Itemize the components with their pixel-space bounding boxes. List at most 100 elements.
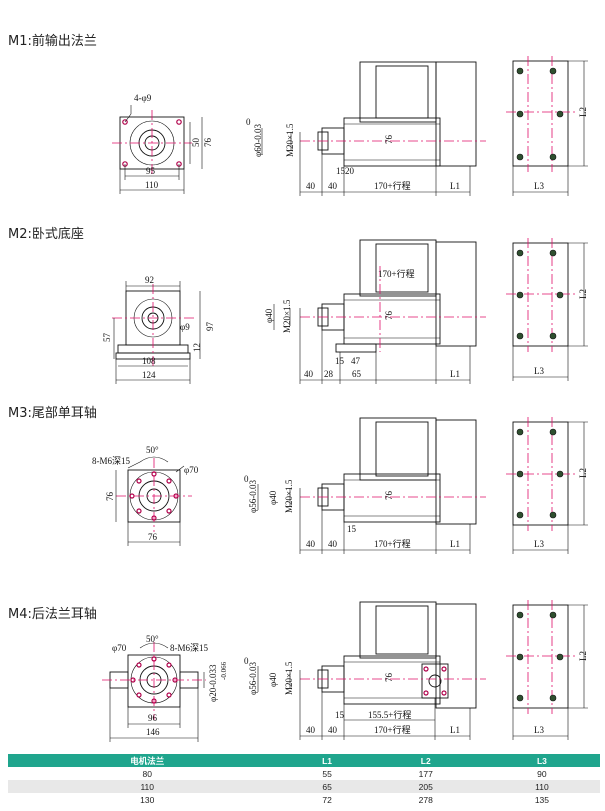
m3-side-label: M20×1.5 xyxy=(284,479,294,513)
table-header-cell: L1 xyxy=(286,754,368,767)
table-cell: 90 xyxy=(537,768,547,779)
m3-side-label: φ56-0.03 xyxy=(248,480,258,513)
table-cell: 130 xyxy=(140,794,155,805)
m2-front-label: 124 xyxy=(142,370,156,380)
m4-front-label: 96 xyxy=(148,713,158,723)
m2-side-label: 76 xyxy=(384,311,394,321)
m2-side-label: M20×1.5 xyxy=(282,299,292,333)
m4-end-label: L2 xyxy=(578,651,588,661)
m4-side-label: 15 xyxy=(335,710,345,720)
m4-side-label: 155.5+行程 xyxy=(368,709,411,720)
m2-end-label: L3 xyxy=(534,366,544,376)
m4-front-label: -0.066 xyxy=(220,661,228,680)
m1-front-label: 4-φ9 xyxy=(134,93,152,103)
section-title-m4: M4:后法兰耳轴 xyxy=(8,607,97,622)
m4-side-label: φ40 xyxy=(268,672,278,687)
table-cell: 177 xyxy=(418,768,433,779)
m3-end-label: L3 xyxy=(534,539,544,549)
m3-side-label: 40 xyxy=(306,539,316,549)
table-cell: 65 xyxy=(286,780,368,793)
table-cell: 110 xyxy=(483,780,600,793)
m4-front-label: 50° xyxy=(146,634,159,644)
table-header-cell: L3 xyxy=(483,754,600,767)
m4-side-label: 40 xyxy=(328,725,338,735)
m1-side-label: L1 xyxy=(450,181,460,191)
m1-side-label: 40 xyxy=(328,181,338,191)
m4-side-view: φ56-0.03 0 φ40 M20×1.5 76 15 155.5+行程 40… xyxy=(244,601,486,740)
m1-front-view: 4-φ9 50 76 95 110 xyxy=(112,93,213,194)
table-cell: 205 xyxy=(367,780,484,793)
m3-front-label: 76 xyxy=(148,532,158,542)
m3-front-label: 50° xyxy=(146,445,159,455)
m3-front-label: 8-M6深15 xyxy=(92,456,130,466)
m4-side-label: 40 xyxy=(306,725,316,735)
m1-front-label: 110 xyxy=(145,180,159,190)
m1-end-label: L3 xyxy=(534,181,544,191)
m2-side-label: 65 xyxy=(352,369,362,379)
m3-side-label: 76 xyxy=(384,491,394,501)
m3-end-view: L2 L3 xyxy=(506,417,588,554)
m4-end-label: L3 xyxy=(534,725,544,735)
m2-front-label: 92 xyxy=(145,275,154,285)
section-title-m2: M2:卧式底座 xyxy=(8,227,84,242)
m3-side-label: 40 xyxy=(328,539,338,549)
m1-side-label: M20×1.5 xyxy=(285,123,295,157)
m4-side-label: 170+行程 xyxy=(374,724,411,735)
m3-front-label: 76 xyxy=(105,492,115,502)
m1-end-label: L2 xyxy=(578,107,588,117)
m2-side-view: φ40 M20×1.5 170+行程 76 47 15 40 28 65 L1 xyxy=(264,239,486,384)
table-header-cell: 电机法兰 xyxy=(8,754,287,767)
table-cell: 110 xyxy=(8,780,287,793)
m4-front-label: 8-M6深15 xyxy=(170,643,208,653)
m3-side-label: φ40 xyxy=(268,490,278,505)
m4-side-label: 0 xyxy=(244,656,249,666)
dimension-table: 电机法兰 L1 L2 L3 80 55 177 90 110 65 205 11… xyxy=(8,754,600,806)
m4-side-label: φ56-0.03 xyxy=(248,662,258,695)
m2-side-label: L1 xyxy=(450,369,460,379)
m3-end-label: L2 xyxy=(578,468,588,478)
m1-side-label: 170+行程 xyxy=(374,180,411,191)
m1-end-view: L2 L3 xyxy=(506,56,588,196)
m3-front-view: 50° 8-M6深15 φ70 76 76 xyxy=(92,445,199,546)
m2-front-label: 57 xyxy=(102,333,112,343)
table-row: 130 72 278 135 xyxy=(8,793,600,806)
table-row: 110 65 205 110 xyxy=(8,780,600,793)
table-cell: 278 xyxy=(418,794,433,805)
table-header-cell: L2 xyxy=(367,754,484,767)
m2-end-view: L2 L3 xyxy=(506,238,588,381)
m4-side-label: L1 xyxy=(450,725,460,735)
m2-end-label: L2 xyxy=(578,289,588,299)
m2-side-label: φ40 xyxy=(264,308,274,323)
section-title-m3: M3:尾部单耳轴 xyxy=(8,406,97,421)
m1-side-label: 76 xyxy=(384,135,394,145)
m1-side-label: φ60-0.03 xyxy=(253,124,263,157)
m2-front-label: 97 xyxy=(205,322,215,332)
table-row: 80 55 177 90 xyxy=(8,767,600,780)
m4-side-label: 76 xyxy=(384,673,394,683)
table-cell: 55 xyxy=(322,768,332,779)
technical-drawings: 4-φ9 50 76 95 110 φ60-0.03 0 M20×1.5 76 … xyxy=(92,56,588,742)
table-cell: 135 xyxy=(534,794,549,805)
m3-side-label: 0 xyxy=(244,474,249,484)
m2-side-label: 170+行程 xyxy=(378,268,415,279)
table-cell: 80 xyxy=(142,768,152,779)
m4-front-view: φ70 50° 8-M6深15 φ20-0.033 -0.066 96 146 xyxy=(102,634,228,742)
m2-side-label: 15 xyxy=(335,356,345,366)
m1-side-view: φ60-0.03 0 M20×1.5 76 15 20 40 40 170+行程… xyxy=(246,61,486,196)
table-header-row: 电机法兰 L1 L2 L3 xyxy=(8,754,600,767)
m1-front-label: 95 xyxy=(146,166,156,176)
m3-side-label: 170+行程 xyxy=(374,538,411,549)
m2-front-label: 108 xyxy=(142,356,156,366)
section-title-m1: M1:前输出法兰 xyxy=(8,34,97,49)
m1-front-label: 76 xyxy=(203,138,213,148)
table-cell: 72 xyxy=(322,794,332,805)
m4-end-view: L2 L3 xyxy=(506,600,588,740)
m2-side-label: 40 xyxy=(304,369,314,379)
m2-side-label: 47 xyxy=(351,356,361,366)
m2-front-label: 12 xyxy=(192,343,202,352)
m2-front-view: 92 φ9 57 97 12 108 124 xyxy=(102,275,215,384)
m1-front-label: 50 xyxy=(191,138,201,148)
m3-side-label: 15 xyxy=(347,524,357,534)
m1-side-label: 0 xyxy=(246,117,251,127)
m4-front-label: φ20-0.033 xyxy=(208,664,218,702)
